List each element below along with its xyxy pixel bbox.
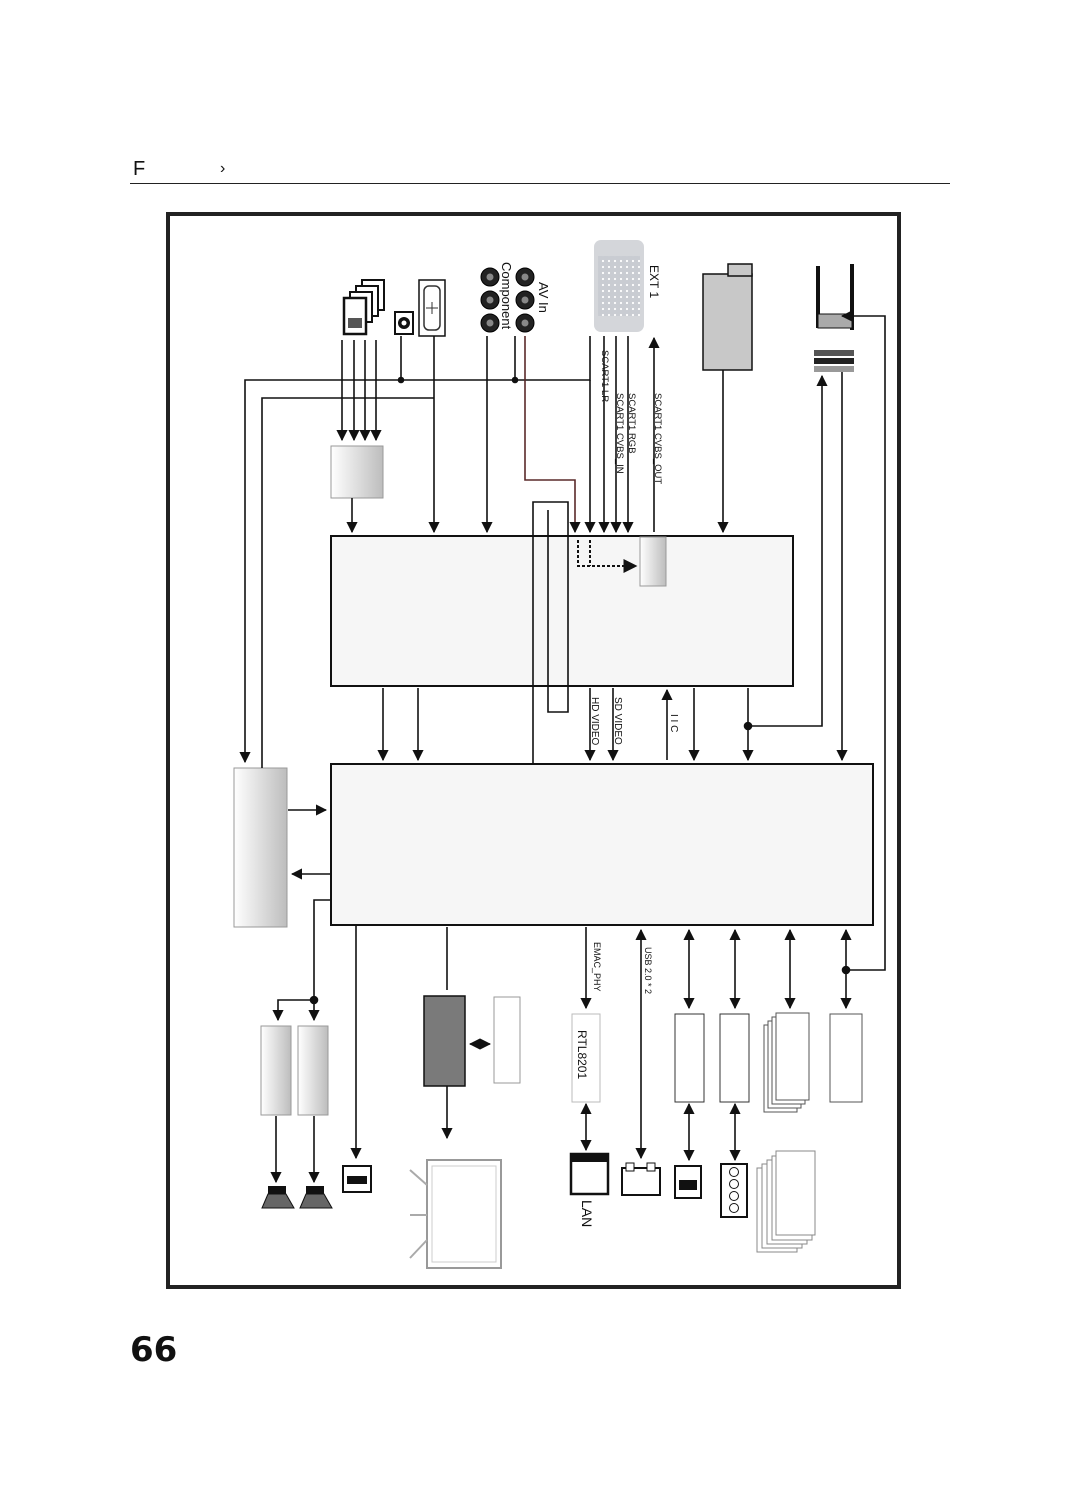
- led-indicator-icon: [720, 1163, 748, 1218]
- page-header-title: F: [133, 158, 148, 180]
- panel-driver-block: [423, 995, 466, 1087]
- panel-side-block: [493, 996, 521, 1084]
- component-label: Component: [499, 262, 514, 330]
- scart-connector-icon: [594, 240, 644, 332]
- usb-block-a: [674, 1013, 705, 1103]
- small-input-block: [330, 445, 384, 499]
- rca-jacks-icon: [480, 267, 535, 333]
- upper-processor-block: [330, 535, 794, 687]
- diagram-frame: [166, 212, 901, 1289]
- wiring: [239, 310, 886, 1184]
- sd-video-label: SD VIDEO: [612, 697, 623, 745]
- lan-port-icon: [569, 1152, 610, 1196]
- audio-amp-right: [297, 1025, 329, 1116]
- card-reader-icon: [674, 1165, 702, 1199]
- ci-slot-icon: [814, 264, 854, 372]
- scart-rgb-label: SCART1 RGB: [626, 393, 637, 454]
- breadcrumb-separator: ›: [220, 160, 226, 177]
- header-divider: [130, 183, 950, 184]
- main-soc-block: [330, 763, 874, 926]
- documents-stack-icon: [756, 1150, 816, 1253]
- scart-cvbs-out-label: SCART1 CVBS_OUT: [652, 393, 663, 484]
- audio-amp-left: [260, 1025, 292, 1116]
- tuner-icon: [702, 263, 753, 371]
- usb-block-b: [719, 1013, 750, 1103]
- hd-video-label: HD VIDEO: [589, 697, 600, 746]
- tv-panel-icon: [409, 1159, 502, 1269]
- page-number: 66: [130, 1330, 178, 1370]
- usb-port-icon: [621, 1162, 661, 1196]
- speaker-right-icon: [299, 1186, 333, 1209]
- speaker-left-icon: [261, 1186, 295, 1209]
- hdmi-connector-icon: [342, 279, 385, 336]
- flash-block: [829, 1013, 863, 1103]
- rtl-label: RTL8201: [575, 1030, 589, 1079]
- usb-label: USB 2.0 * 2: [643, 947, 653, 994]
- av-in-label: AV In: [536, 282, 551, 313]
- ext1-label: EXT 1: [647, 265, 661, 298]
- rtl-block: [571, 1013, 601, 1103]
- inner-switch-block: [639, 536, 667, 587]
- headphone-jack-icon: [342, 1165, 372, 1193]
- iic-label: I I C: [668, 714, 679, 732]
- emac-phy-label: EMAC_PHY: [592, 942, 602, 992]
- memory-stack-icon: [763, 1012, 810, 1113]
- vga-connector-icon: [418, 279, 446, 337]
- left-tall-block: [233, 767, 288, 928]
- scart-cvbs-in-label: SCART1 CVBS_IN: [614, 393, 625, 474]
- lan-label: LAN: [579, 1200, 595, 1227]
- coax-audio-icon: [394, 311, 414, 335]
